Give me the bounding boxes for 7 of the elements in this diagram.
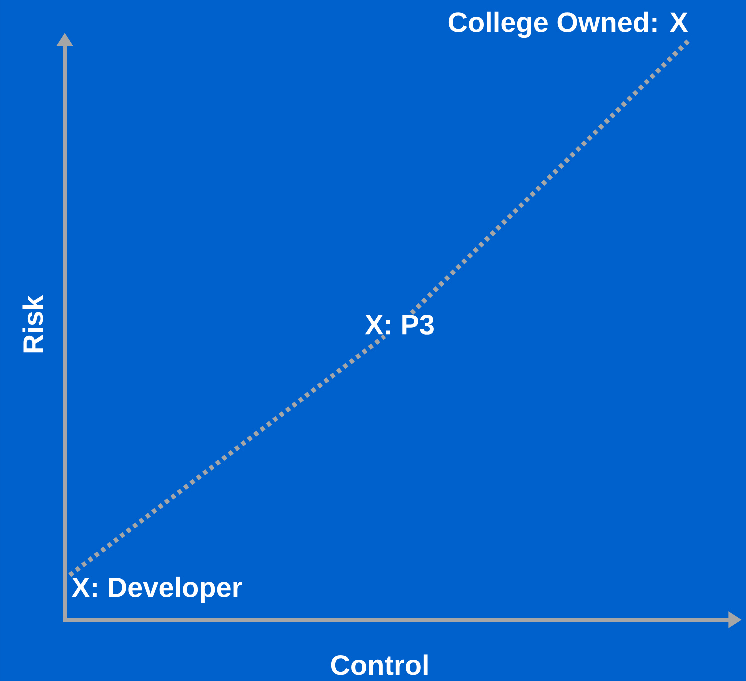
point-label: College Owned: X (448, 12, 688, 38)
point-label: X: P3 (365, 315, 434, 335)
point-label: X: Developer (72, 576, 242, 604)
axis-title: Risk (22, 295, 44, 353)
dotted-line (68, 334, 386, 578)
dotted-line (410, 38, 692, 316)
axis-title: Control (331, 654, 428, 676)
